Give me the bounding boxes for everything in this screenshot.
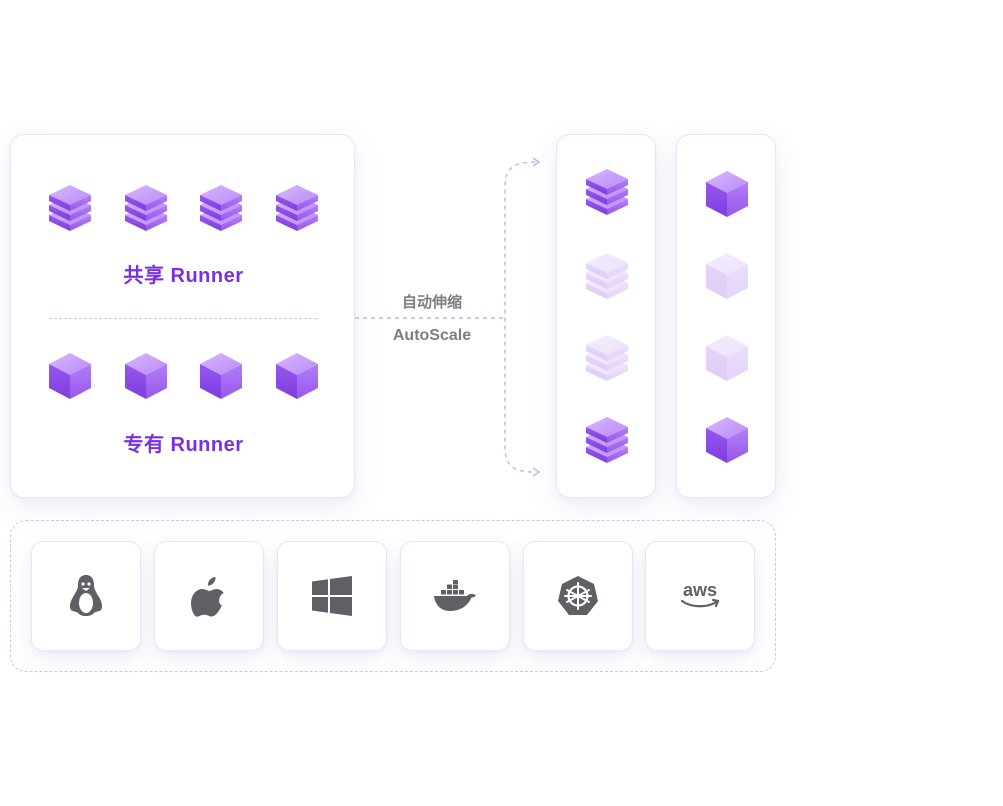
autoscale-label-zh: 自动伸缩 bbox=[401, 294, 462, 311]
divider bbox=[49, 318, 317, 319]
dedicated-runner-label: 专有 Runner bbox=[123, 434, 244, 456]
stack-faded-icon bbox=[584, 333, 630, 383]
apple-icon bbox=[191, 577, 224, 617]
windows-icon bbox=[312, 576, 352, 616]
scale-column-dedicated bbox=[676, 134, 776, 498]
cube-icon bbox=[47, 351, 93, 401]
platform-tile-aws[interactable]: aws bbox=[645, 541, 755, 651]
cube-icon bbox=[123, 351, 169, 401]
stack-icon bbox=[584, 415, 630, 465]
stack-icon bbox=[198, 183, 244, 233]
arrow-down-head bbox=[532, 467, 541, 477]
platform-tile-apple[interactable] bbox=[154, 541, 264, 651]
platform-tile-docker[interactable] bbox=[400, 541, 510, 651]
cube-icon bbox=[198, 351, 244, 401]
platform-tile-windows[interactable] bbox=[277, 541, 387, 651]
kubernetes-icon bbox=[558, 576, 598, 615]
cube-icon bbox=[704, 415, 750, 465]
aws-icon: aws bbox=[680, 580, 720, 608]
arrow-up-head bbox=[532, 157, 541, 167]
autoscale-label-en: AutoScale bbox=[392, 327, 472, 344]
stack-icon bbox=[47, 183, 93, 233]
cube-faded-icon bbox=[704, 251, 750, 301]
runner-pool-card: 共享 Runner 专有 Runner bbox=[10, 134, 355, 498]
platform-tile-linux[interactable] bbox=[31, 541, 141, 651]
stack-icon bbox=[274, 183, 320, 233]
stack-icon bbox=[584, 167, 630, 217]
aws-logo-text: aws bbox=[683, 580, 717, 600]
docker-icon bbox=[434, 580, 476, 611]
platform-tile-kubernetes[interactable] bbox=[523, 541, 633, 651]
platform-strip: aws bbox=[10, 520, 776, 672]
shared-runner-label: 共享 Runner bbox=[123, 265, 244, 287]
linux-icon bbox=[69, 575, 103, 616]
scale-column-shared bbox=[556, 134, 656, 498]
stack-faded-icon bbox=[584, 251, 630, 301]
stack-icon bbox=[123, 183, 169, 233]
autoscale-connector bbox=[355, 157, 541, 477]
cube-icon bbox=[274, 351, 320, 401]
cube-faded-icon bbox=[704, 333, 750, 383]
cube-icon bbox=[704, 169, 750, 219]
